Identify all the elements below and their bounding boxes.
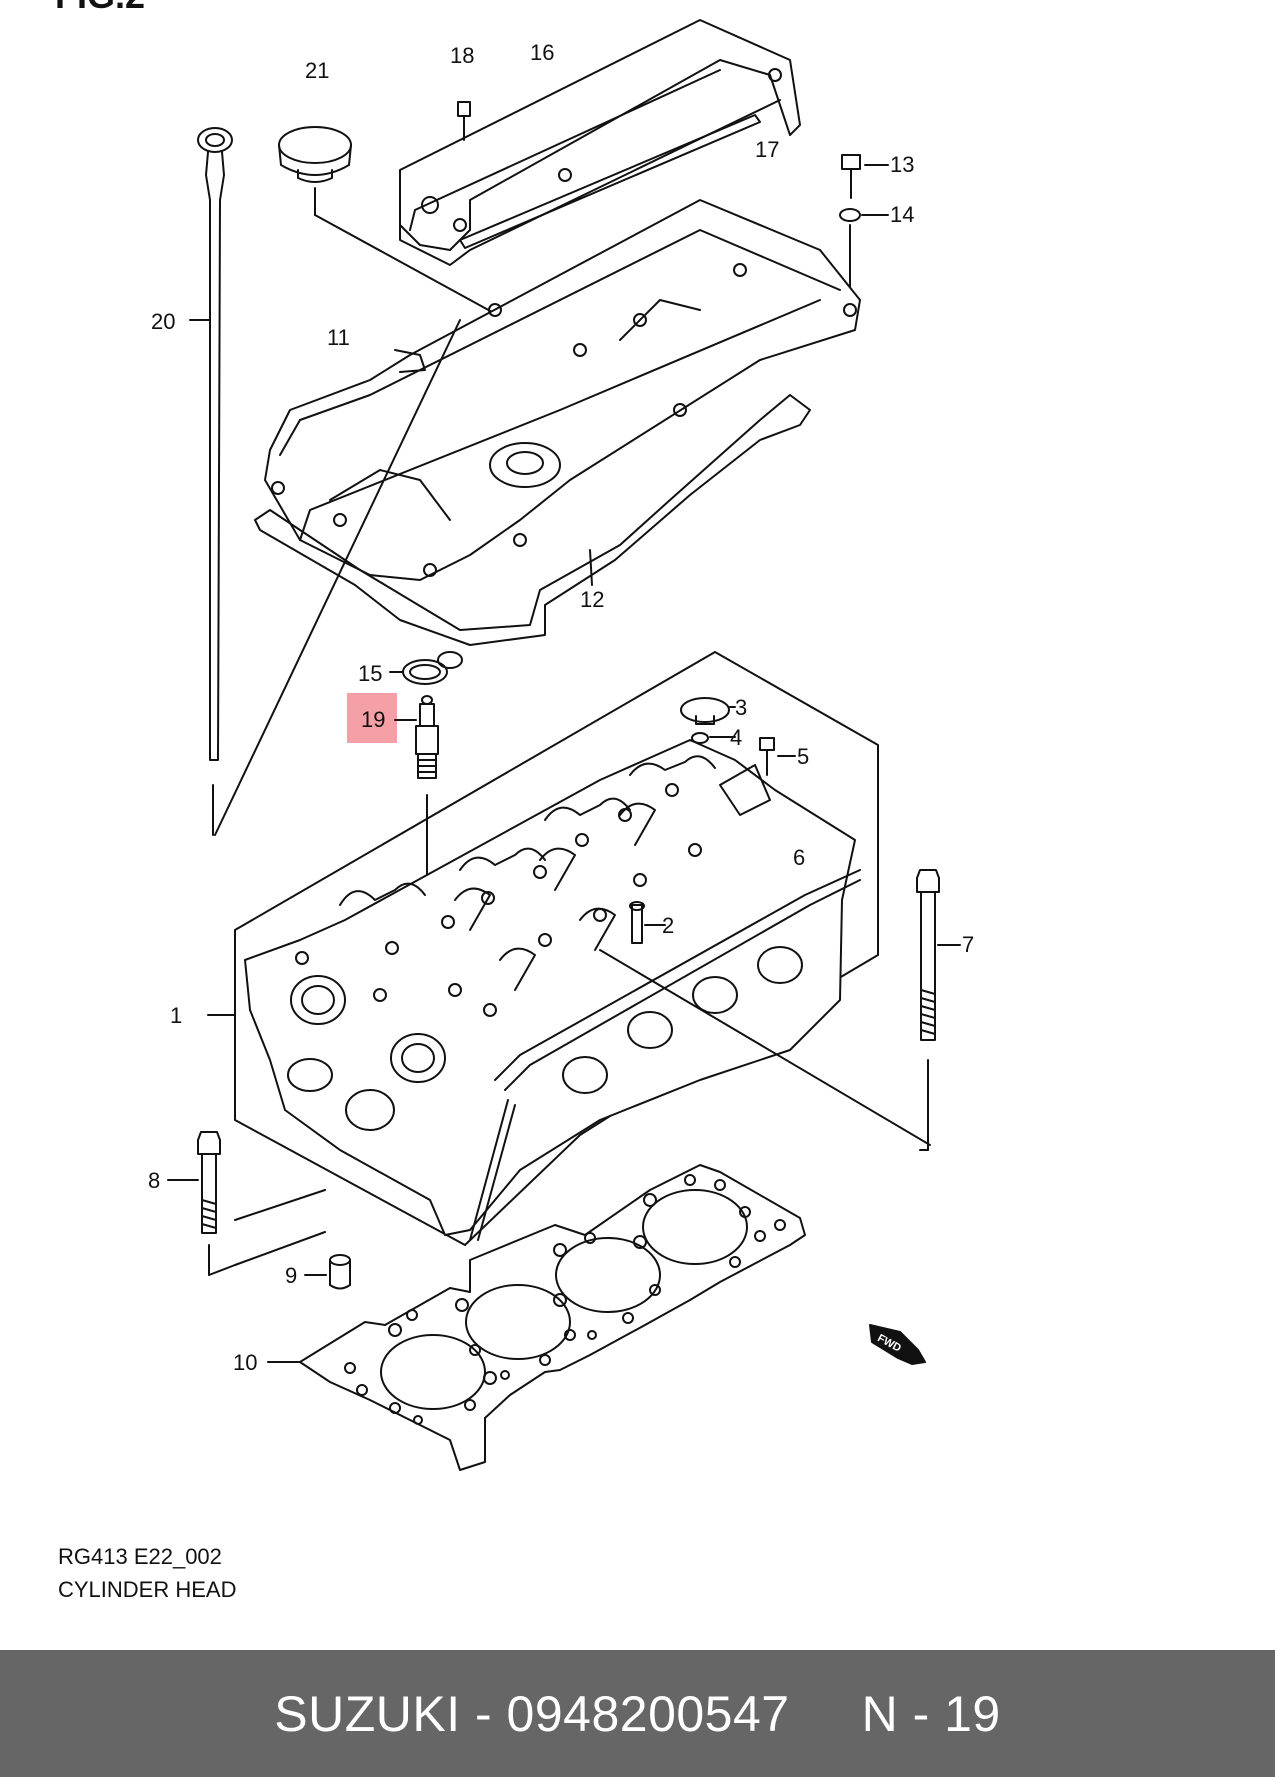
part-8-bolt (167, 1131, 326, 1276)
callout-11: 11 (327, 325, 350, 350)
part-5-bolt (759, 737, 796, 776)
callout-9: 9 (285, 1263, 297, 1288)
part-3-cap (680, 697, 736, 725)
callout-12: 12 (580, 587, 604, 612)
part-10-head-gasket (267, 1164, 806, 1471)
callout-1: 1 (170, 1003, 182, 1028)
callout-19: 19 (361, 707, 385, 732)
callout-17: 17 (755, 137, 779, 162)
diagram-code: RG413 E22_002 (58, 1544, 222, 1569)
highlight-box-19 (347, 693, 397, 743)
callout-18: 18 (450, 43, 474, 68)
callout-7: 7 (962, 932, 974, 957)
callout-3: 3 (735, 695, 747, 720)
part-7-head-bolt (916, 869, 961, 1151)
part-13-bolt (841, 154, 889, 199)
part-4-washer (691, 732, 736, 744)
callout-8: 8 (148, 1168, 160, 1193)
part-18-bolt (457, 101, 471, 141)
callout-20: 20 (151, 309, 175, 334)
part-9-dowel-pin (304, 1254, 351, 1290)
diagram-title: CYLINDER HEAD (58, 1577, 237, 1602)
diagram-caption: RG413 E22_002 CYLINDER HEAD (58, 1540, 236, 1606)
callout-10: 10 (233, 1350, 257, 1375)
callout-4: 4 (730, 725, 742, 750)
part-11-head-cover (264, 199, 861, 581)
part-info-footer: SUZUKI - 0948200547 N - 19 (0, 1650, 1275, 1777)
fwd-arrow-icon: FWD (869, 1324, 926, 1365)
part-15-seal-ring (389, 651, 463, 685)
part-1-cylinder-head (207, 651, 931, 1246)
exploded-parts-diagram: FIG.2 (55, 0, 974, 1471)
callout-6: 6 (793, 845, 805, 870)
part-16-upper-cover (399, 19, 801, 266)
callout-16: 16 (530, 40, 554, 65)
figure-label: FIG.2 (55, 0, 145, 16)
part-17-gasket-strip (459, 114, 761, 249)
callout-13: 13 (890, 152, 914, 177)
part-20-dipstick (189, 127, 233, 836)
footer-part-text: SUZUKI - 0948200547 N - 19 (274, 1685, 1001, 1742)
callout-15: 15 (358, 661, 382, 686)
callout-5: 5 (797, 744, 809, 769)
callout-21: 21 (305, 58, 329, 83)
callout-14: 14 (890, 202, 914, 227)
part-19-spark-plug (394, 695, 439, 951)
callout-2: 2 (662, 913, 674, 938)
part-12-cover-gasket (254, 394, 811, 646)
